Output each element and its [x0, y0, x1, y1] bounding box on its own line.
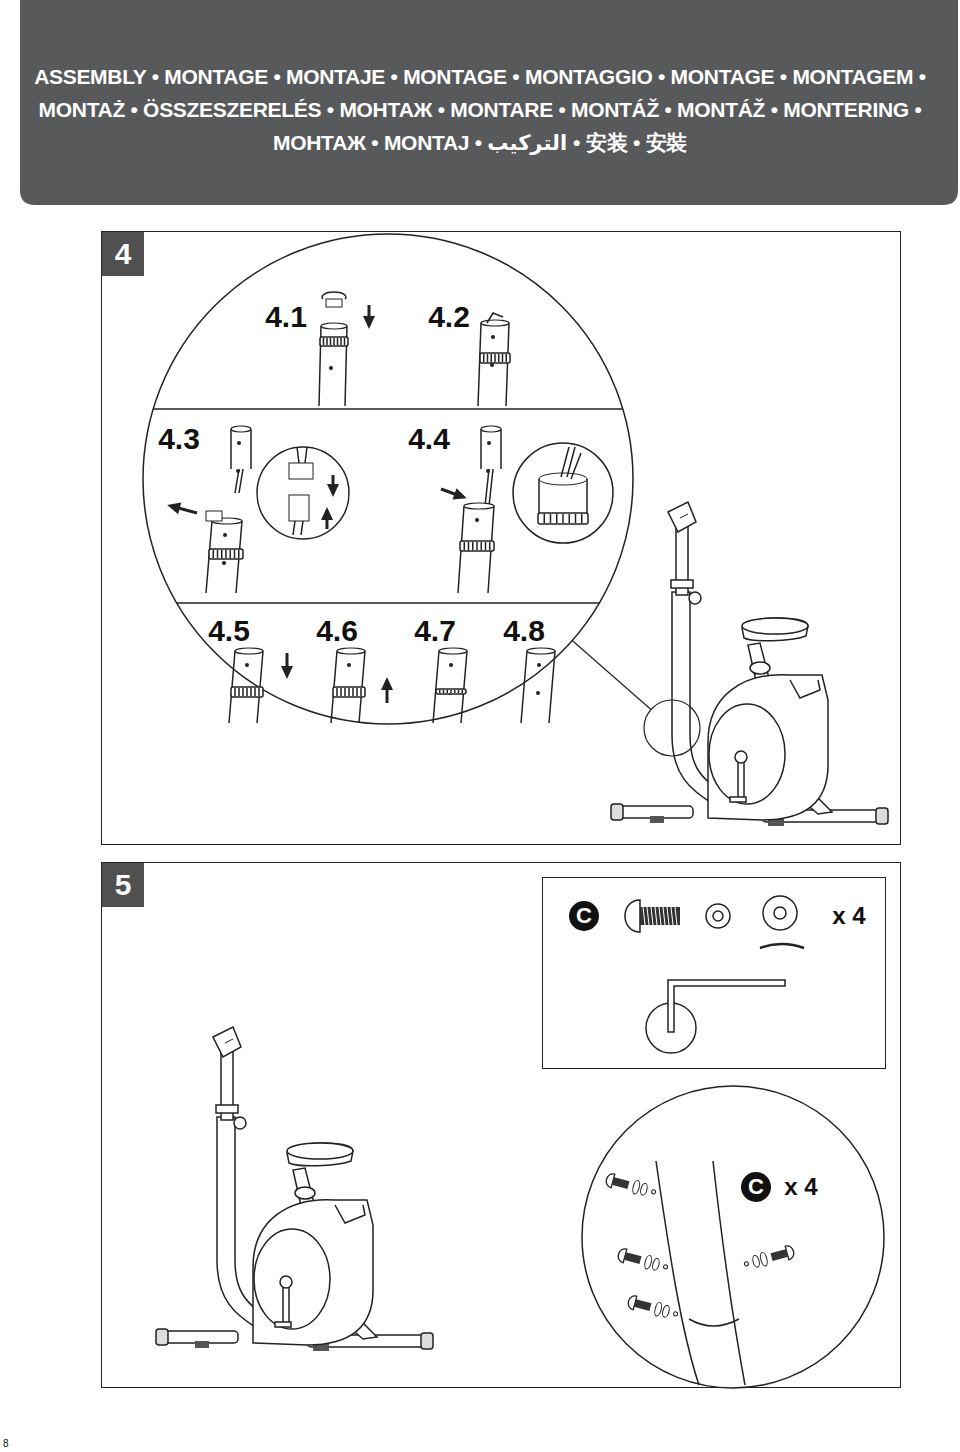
substep-number: 4.1	[265, 300, 307, 334]
leader-line	[572, 640, 651, 709]
quantity: x 4	[784, 1173, 817, 1201]
part-letter: C	[569, 901, 599, 931]
detail-circle: 4.1 4.2 4.3 4.4 4.5 4.6 4.7 4.8	[142, 233, 634, 725]
bike-illustration	[611, 502, 888, 826]
part-letter: C	[741, 1172, 771, 1202]
detail-marker	[644, 700, 700, 756]
step-panel: 4 4.1 4.2 4.3 4.4 4.5 4.6 4.7 4.8	[101, 231, 901, 845]
substep-number: 4.2	[428, 300, 470, 334]
step-number: 5	[102, 863, 144, 907]
quantity: x 4	[832, 902, 865, 930]
step-panel: 5Cx 4Cx 4	[101, 862, 901, 1388]
circle-outline	[581, 1085, 885, 1389]
substep-number: 4.4	[408, 422, 450, 456]
circle-outline	[142, 233, 634, 725]
header-band	[20, 0, 958, 205]
hardware-drawing	[625, 896, 804, 1053]
page-number: 8	[3, 1438, 9, 1450]
step-number: 4	[102, 232, 144, 276]
substep-number: 4.8	[503, 614, 545, 648]
substep-number: 4.6	[316, 614, 358, 648]
parts-box: Cx 4	[542, 877, 886, 1069]
substep-number: 4.3	[158, 422, 200, 456]
substep-number: 4.7	[414, 614, 456, 648]
substep-number: 4.5	[208, 614, 250, 648]
bike-illustration	[156, 1027, 433, 1351]
detail-circle: Cx 4	[581, 1085, 885, 1389]
page-title: ASSEMBLY • MONTAGE • MONTAJE • MONTAGE •…	[30, 60, 930, 159]
